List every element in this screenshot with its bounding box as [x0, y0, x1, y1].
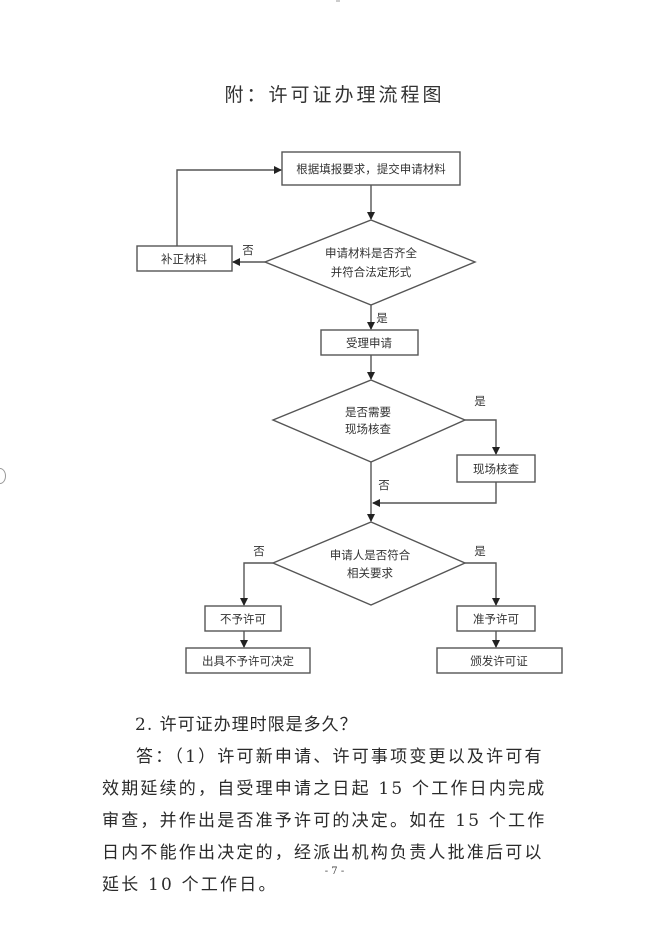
node-deny-box: [204, 605, 282, 632]
node-supplement-label: 补正材料: [161, 252, 207, 266]
edge-label-inspection-yes: 是: [474, 394, 486, 408]
node-meets-req-diamond: [271, 521, 467, 606]
node-issue-license-box: [436, 647, 563, 674]
edge-inspection-to-merge: [372, 482, 497, 507]
node-inspection-label: 现场核查: [473, 462, 519, 476]
node-supplement-box: [136, 245, 233, 272]
node-accept-box: [320, 329, 419, 356]
edge-need-yes-to-inspection: [465, 419, 500, 455]
edge-label-materials-no: 否: [242, 243, 254, 257]
node-submit-label: 根据填报要求，提交申请材料: [296, 162, 446, 176]
node-check-materials-label-2: 并符合法定形式: [331, 265, 412, 279]
edge-label-meets-no: 否: [253, 544, 265, 558]
node-need-inspection-label-2: 现场核查: [345, 422, 391, 436]
edge-label-materials-yes: 是: [376, 311, 388, 325]
node-deny-label: 不予许可: [220, 612, 266, 626]
node-approve-label: 准予许可: [473, 612, 519, 626]
node-check-materials-diamond: [263, 219, 477, 306]
node-deny-decision-box: [185, 647, 311, 674]
page-number: - 7 -: [324, 866, 345, 877]
document-title: 附：许可证办理流程图: [224, 84, 445, 106]
edge-label-meets-yes: 是: [474, 544, 486, 558]
edge-supplement-to-submit: [176, 166, 282, 246]
edge-meets-no-to-deny: [240, 562, 273, 606]
node-deny-decision-label: 出具不予许可决定: [202, 654, 294, 668]
node-meets-req-label-2: 相关要求: [347, 566, 393, 580]
node-need-inspection-diamond: [271, 379, 467, 463]
node-accept-label: 受理申请: [346, 336, 392, 350]
answer-paragraph: 答：（1）许可新申请、许可事项变更以及许可有效期延续的，自受理申请之日起 15 …: [102, 747, 547, 895]
node-issue-license-label: 颁发许可证: [470, 654, 528, 668]
node-approve-box: [456, 605, 536, 632]
question-heading: 2. 许可证办理时限是多久？: [135, 715, 358, 735]
node-submit-box: [281, 151, 461, 186]
flowchart: 根据填报要求，提交申请材料 申请材料是否齐全 并符合法定形式 补正材料 受理申请…: [136, 151, 563, 674]
edge-meets-yes-to-approve: [465, 562, 500, 606]
node-need-inspection-label-1: 是否需要: [345, 405, 391, 419]
node-check-materials-label-1: 申请材料是否齐全: [325, 246, 417, 260]
node-meets-req-label-1: 申请人是否符合: [330, 548, 411, 562]
scan-mark-top: [336, 0, 340, 2]
edge-label-inspection-no: 否: [378, 478, 390, 492]
